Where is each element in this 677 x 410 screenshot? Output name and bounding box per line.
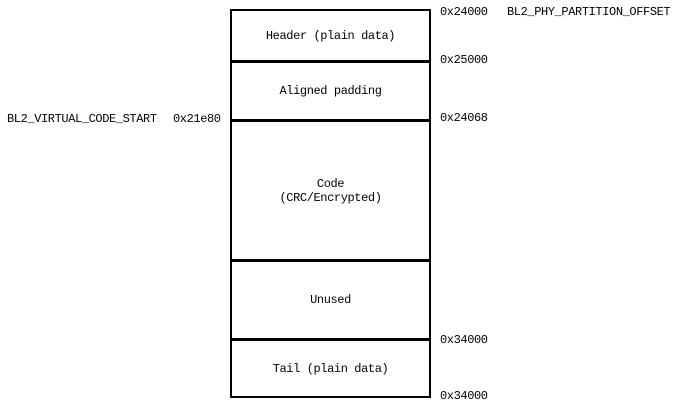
address-label-code-start: 0x24068 [440,111,488,125]
section-label-line1: Code [316,176,345,191]
address-label-tail-start: 0x34000 [440,333,488,347]
section-label: Unused [310,293,351,307]
section-label: Aligned padding [279,84,382,98]
section-label: Tail (plain data) [272,361,389,376]
address-label-partition-offset: 0x24000 [440,5,488,19]
section-header: Header (plain data) [232,11,429,63]
phy-partition-offset-label: BL2_PHY_PARTITION_OFFSET [507,5,671,19]
section-aligned-padding: Aligned padding [232,63,429,122]
section-code: Code (CRC/Encrypted) [232,122,429,262]
section-label-line2: (CRC/Encrypted) [279,190,382,205]
virtual-code-start-address: 0x21e80 [173,112,221,126]
address-label-header-end: 0x25000 [440,53,488,67]
address-label-partition-end: 0x34000 [440,389,488,403]
section-tail: Tail (plain data) [232,341,429,396]
virtual-code-start-label: BL2_VIRTUAL_CODE_START [7,112,157,126]
section-unused: Unused [232,262,429,341]
partition-box: Header (plain data) Aligned padding Code… [230,9,431,398]
section-label: Header (plain data) [265,28,396,43]
